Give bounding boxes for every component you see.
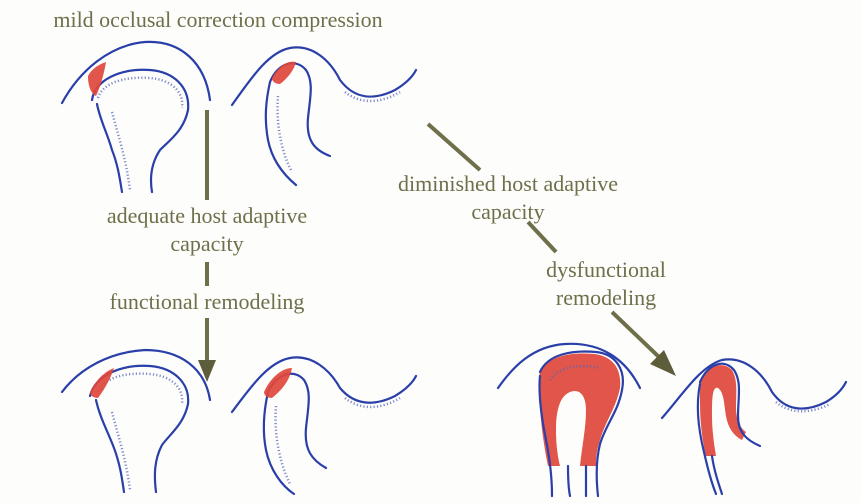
diminished-capacity-label-line2: capacity xyxy=(358,200,658,224)
stress-region-front-bottom xyxy=(90,368,114,398)
condyle-side-bottom xyxy=(232,357,416,494)
adequate-capacity-label-line2: capacity xyxy=(62,232,352,256)
condyle-front-bottom xyxy=(62,350,210,492)
adequate-capacity-label-line1: adequate host adaptive xyxy=(62,204,352,228)
arrow-diminished xyxy=(428,124,676,376)
functional-remodeling-label: functional remodeling xyxy=(72,290,342,314)
condyle-front-dysfunctional xyxy=(498,344,640,496)
diagram-title: mild occlusal correction compression xyxy=(8,8,428,32)
dysfunctional-remodeling-label-line2: remodeling xyxy=(506,286,706,310)
condyle-side-dysfunctional xyxy=(662,359,846,494)
dysfunctional-remodeling-label-line1: dysfunctional xyxy=(506,258,706,282)
condyle-side-top xyxy=(232,47,416,185)
stress-region-side-bottom xyxy=(264,368,292,398)
stress-region-dysfunctional-front xyxy=(539,354,620,466)
condyle-front-top xyxy=(62,42,210,192)
diminished-capacity-label-line1: diminished host adaptive xyxy=(358,172,658,196)
stress-region-side-top xyxy=(272,62,296,84)
